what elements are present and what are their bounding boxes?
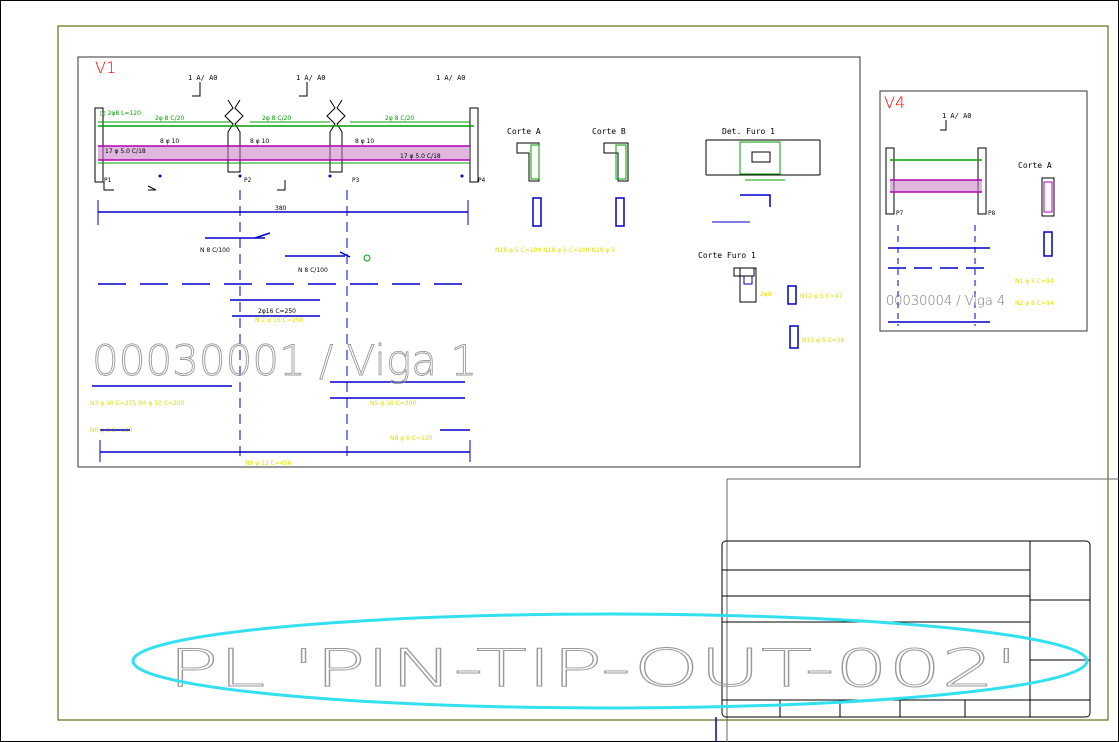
v4-section-mark: 1 A/ A0	[942, 112, 972, 120]
selection-ellipse	[131, 612, 1089, 710]
support-label-p1: P1	[104, 177, 112, 184]
v4-support-p7: P7	[896, 210, 904, 217]
hole-detail: Det. Furo 1 Corte Furo 1 N12 φ 5 C=47 N1…	[698, 127, 845, 349]
svg-text:N 2 φ 16 C=250: N 2 φ 16 C=250	[255, 317, 303, 324]
cut-a-title: Corte A	[507, 127, 541, 136]
v4-cut-title: Corte A	[1018, 161, 1052, 170]
svg-text:8 φ 10: 8 φ 10	[160, 138, 179, 145]
svg-text:N9 φ 12 C=450: N9 φ 12 C=450	[245, 460, 291, 467]
title-block[interactable]	[715, 478, 1119, 742]
viewport-v4[interactable]: V4 1 A/ A0 P7 P8 Corte A N1 φ 5 C=94 N2 …	[879, 90, 1088, 332]
beam-elevation: □ 2φ8 L=120 2φ 8 C/20 2φ 8 C/20 2φ 8 C/2…	[94, 99, 486, 191]
viewport-v4-title: 00030004 / Viga 4	[886, 294, 1005, 309]
support-label-p4: P4	[478, 177, 486, 184]
support-label-p2: P2	[244, 177, 252, 184]
svg-text:N2 φ 8 C=94: N2 φ 8 C=94	[1015, 300, 1054, 307]
svg-text:N 8 C/100: N 8 C/100	[298, 267, 328, 274]
svg-text:N1 φ 5 C=94: N1 φ 5 C=94	[1015, 278, 1054, 285]
hole-cut-title: Corte Furo 1	[698, 251, 756, 260]
svg-text:N 8 C/100: N 8 C/100	[200, 247, 230, 254]
cut-b-title: Corte B	[592, 127, 626, 136]
svg-text:N13 φ 5 C=56: N13 φ 5 C=56	[802, 337, 845, 344]
svg-text:2φ16 C=250: 2φ16 C=250	[258, 308, 296, 315]
svg-text:N5 φ 10 C=300: N5 φ 10 C=300	[370, 400, 416, 407]
sheet-border	[57, 25, 1109, 721]
viewport-v1[interactable]: V1 1 A/ A0 1 A/ A0 1 A/ A0	[77, 56, 861, 468]
svg-text:17 φ 5.0 C/18: 17 φ 5.0 C/18	[105, 148, 146, 155]
rebar-schedule: 380 N 8 C/100 N 8 C/100 2φ16 C=250 N 2 φ…	[90, 190, 615, 467]
viewport-v1-title: 00030001 / Viga 1	[92, 336, 477, 385]
svg-text:8 φ 10: 8 φ 10	[250, 138, 269, 145]
section-mark-1: 1 A/ A0	[188, 74, 218, 82]
support-label-p3: P3	[352, 177, 360, 184]
svg-text:2φ 8 C/20: 2φ 8 C/20	[262, 115, 291, 122]
section-marks: 1 A/ A0 1 A/ A0 1 A/ A0	[188, 74, 466, 97]
svg-text:N3 φ 10 C=275 N4 φ 10 C=200: N3 φ 10 C=275 N4 φ 10 C=200	[90, 400, 185, 407]
svg-text:2φ 8 C/20: 2φ 8 C/20	[385, 115, 414, 122]
svg-text:380: 380	[275, 205, 287, 212]
viewport-v4-tag: V4	[884, 93, 905, 112]
viewport-v1-tag: V1	[95, 58, 116, 77]
svg-text:N18 φ 5 C=100 N18 φ 5 C=100: N18 φ 5 C=100 N18 φ 5 C=100 N10 φ 5	[495, 247, 615, 254]
detail-title: Det. Furo 1	[722, 127, 775, 136]
svg-text:□ 2φ8 L=120: □ 2φ8 L=120	[100, 110, 141, 117]
svg-text:N12 φ 5 C=47: N12 φ 5 C=47	[800, 293, 843, 300]
v4-support-p8: P8	[988, 210, 996, 217]
svg-text:2φ8: 2φ8	[760, 291, 772, 298]
svg-text:8 φ 10: 8 φ 10	[355, 138, 374, 145]
svg-text:N8 φ 8 C=120: N8 φ 8 C=120	[390, 435, 433, 442]
svg-text:2φ 8 C/20: 2φ 8 C/20	[155, 115, 184, 122]
section-mark-2: 1 A/ A0	[296, 74, 326, 82]
sheet-name-highlight[interactable]: PL 'PIN-TIP-OUT-002'	[131, 612, 1089, 710]
svg-text:17 φ 5.0 C/18: 17 φ 5.0 C/18	[400, 153, 441, 160]
sheet-name: PL 'PIN-TIP-OUT-002'	[168, 639, 1018, 699]
cut-sections: Corte A Corte B	[507, 127, 629, 227]
section-mark-3: 1 A/ A0	[436, 74, 466, 82]
